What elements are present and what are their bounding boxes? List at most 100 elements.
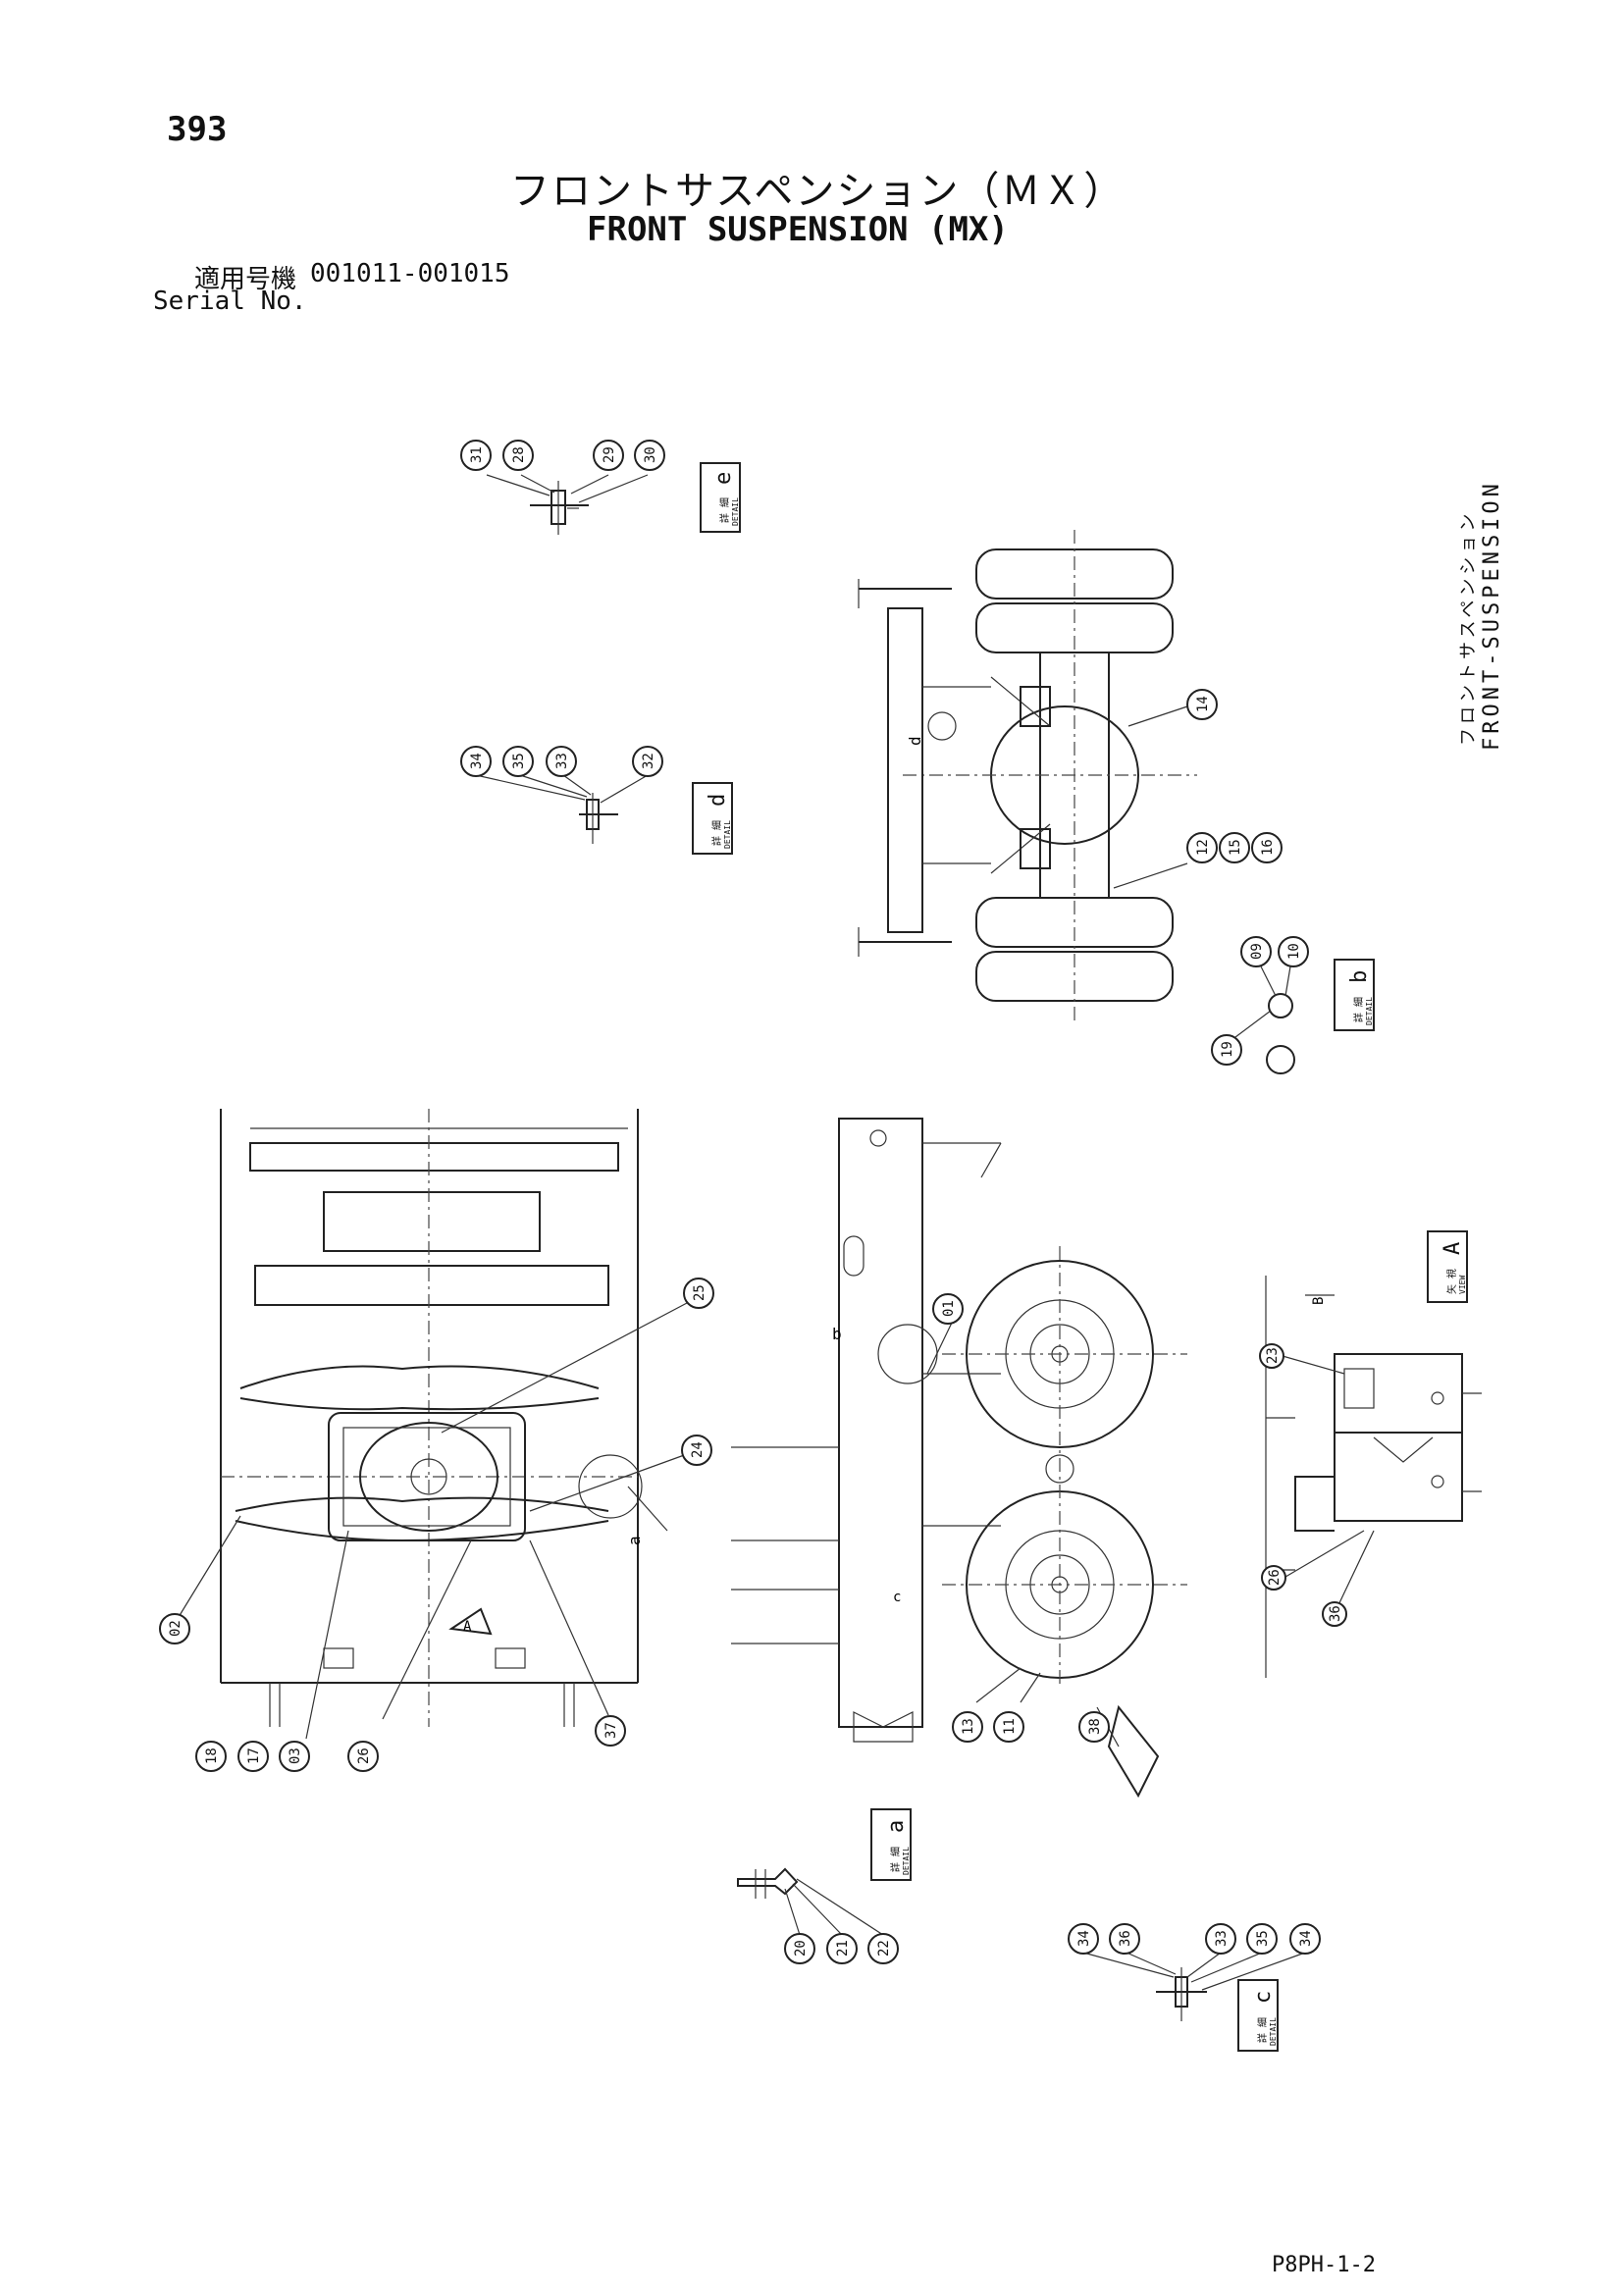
svg-text:DETAIL: DETAIL — [731, 497, 740, 526]
svg-text:33: 33 — [554, 753, 570, 769]
detail-a-assembly — [737, 1867, 884, 1936]
svg-text:16: 16 — [1260, 839, 1276, 856]
title-english: FRONT SUSPENSION (MX) — [587, 210, 1009, 249]
svg-text:DETAIL: DETAIL — [1269, 2017, 1278, 2046]
svg-text:37: 37 — [603, 1722, 619, 1739]
callout-33: 33 — [546, 746, 577, 777]
svg-text:DETAIL: DETAIL — [1365, 997, 1374, 1025]
callout-36-view-a: 36 — [1322, 1601, 1347, 1627]
svg-text:30: 30 — [643, 446, 658, 463]
callout-26: 26 — [347, 1741, 379, 1772]
tag-detail-b: 詳 細 DETAIL b — [1334, 959, 1375, 1031]
svg-text:03: 03 — [288, 1748, 303, 1764]
svg-text:DETAIL: DETAIL — [723, 820, 732, 849]
svg-text:34: 34 — [1076, 1930, 1092, 1947]
svg-text:矢 視: 矢 視 — [1445, 1269, 1458, 1294]
svg-text:A: A — [1441, 1242, 1465, 1255]
callout-17: 17 — [237, 1741, 269, 1772]
serial-number-range: 001011-001015 — [310, 259, 510, 288]
callout-34: 34 — [460, 746, 492, 777]
callout-35-detail-c: 35 — [1246, 1923, 1278, 1955]
svg-text:35: 35 — [1255, 1930, 1271, 1947]
svg-text:28: 28 — [511, 446, 527, 463]
svg-text:36: 36 — [1328, 1605, 1343, 1622]
tag-view-a: 矢 視 VIEW A — [1427, 1230, 1468, 1303]
svg-text:c: c — [1251, 1991, 1276, 2004]
callout-29: 29 — [593, 440, 624, 471]
page-number: 393 — [167, 110, 228, 149]
side-view-wheels: b c — [731, 1118, 1187, 1799]
svg-text:詳 細: 詳 細 — [1352, 997, 1365, 1022]
svg-text:c: c — [893, 1590, 901, 1605]
svg-text:詳 細: 詳 細 — [718, 497, 731, 523]
svg-text:詳 細: 詳 細 — [710, 820, 723, 846]
svg-text:e: e — [711, 472, 736, 485]
tag-detail-a: 詳 細 DETAIL a — [870, 1808, 912, 1881]
svg-text:29: 29 — [602, 446, 617, 463]
svg-text:19: 19 — [1220, 1041, 1235, 1058]
callout-23: 23 — [1259, 1343, 1284, 1369]
svg-text:02: 02 — [168, 1620, 183, 1637]
callout-38: 38 — [1078, 1711, 1110, 1743]
view-a-assembly: B — [1265, 1276, 1482, 1678]
callout-21: 21 — [826, 1933, 858, 1964]
svg-text:B: B — [1311, 1297, 1327, 1305]
callout-22: 22 — [867, 1933, 899, 1964]
svg-text:VIEW: VIEW — [1458, 1276, 1467, 1294]
callout-36-detail-c: 36 — [1109, 1923, 1140, 1955]
detail-b-assembly — [1231, 965, 1295, 1074]
callout-12: 12 — [1186, 832, 1218, 863]
svg-text:a: a — [625, 1536, 644, 1545]
callout-35: 35 — [502, 746, 534, 777]
svg-text:23: 23 — [1265, 1347, 1281, 1364]
svg-text:A: A — [463, 1619, 472, 1635]
svg-text:01: 01 — [941, 1300, 957, 1317]
callout-02: 02 — [159, 1613, 190, 1644]
callout-33-detail-c: 33 — [1205, 1923, 1236, 1955]
callout-24: 24 — [681, 1435, 712, 1466]
callout-32: 32 — [632, 746, 663, 777]
callout-18: 18 — [195, 1741, 227, 1772]
svg-text:14: 14 — [1195, 696, 1211, 712]
callout-03: 03 — [279, 1741, 310, 1772]
svg-text:18: 18 — [204, 1748, 220, 1764]
tag-detail-c: 詳 細 DETAIL c — [1237, 1979, 1279, 2052]
svg-text:26: 26 — [356, 1748, 372, 1764]
detail-d-assembly — [475, 774, 649, 844]
svg-text:12: 12 — [1195, 839, 1211, 856]
callout-15: 15 — [1219, 832, 1250, 863]
svg-text:25: 25 — [692, 1284, 707, 1301]
svg-text:34: 34 — [469, 753, 485, 769]
tag-detail-e: 詳 細 DETAIL e — [700, 462, 741, 533]
svg-text:a: a — [884, 1820, 909, 1833]
svg-text:34: 34 — [1298, 1930, 1314, 1947]
svg-text:詳 細: 詳 細 — [1256, 2017, 1269, 2043]
svg-text:32: 32 — [641, 753, 656, 769]
svg-text:17: 17 — [246, 1748, 262, 1764]
svg-text:詳 細: 詳 細 — [889, 1847, 902, 1872]
svg-text:35: 35 — [511, 753, 527, 769]
top-view-axle: d — [858, 530, 1197, 1020]
svg-text:b: b — [832, 1325, 842, 1343]
callout-37: 37 — [595, 1715, 626, 1747]
svg-text:20: 20 — [793, 1940, 809, 1957]
callout-13: 13 — [952, 1711, 983, 1743]
document-code: P8PH-1-2 — [1272, 2253, 1376, 2277]
serial-label-japanese: 適用号機 — [194, 265, 297, 294]
detail-c-assembly — [1082, 1952, 1306, 2021]
callout-20: 20 — [784, 1933, 815, 1964]
svg-text:22: 22 — [876, 1940, 892, 1957]
callout-34-detail-c-right: 34 — [1289, 1923, 1321, 1955]
svg-text:10: 10 — [1286, 943, 1302, 960]
svg-text:38: 38 — [1087, 1718, 1103, 1735]
callout-11: 11 — [993, 1711, 1024, 1743]
svg-text:24: 24 — [690, 1441, 706, 1458]
svg-text:13: 13 — [961, 1718, 976, 1735]
svg-text:36: 36 — [1118, 1930, 1133, 1947]
callout-01: 01 — [932, 1293, 964, 1325]
callout-09: 09 — [1240, 936, 1272, 967]
svg-text:11: 11 — [1002, 1718, 1018, 1735]
svg-text:09: 09 — [1249, 943, 1265, 960]
callout-19: 19 — [1211, 1034, 1242, 1066]
callout-28: 28 — [502, 440, 534, 471]
